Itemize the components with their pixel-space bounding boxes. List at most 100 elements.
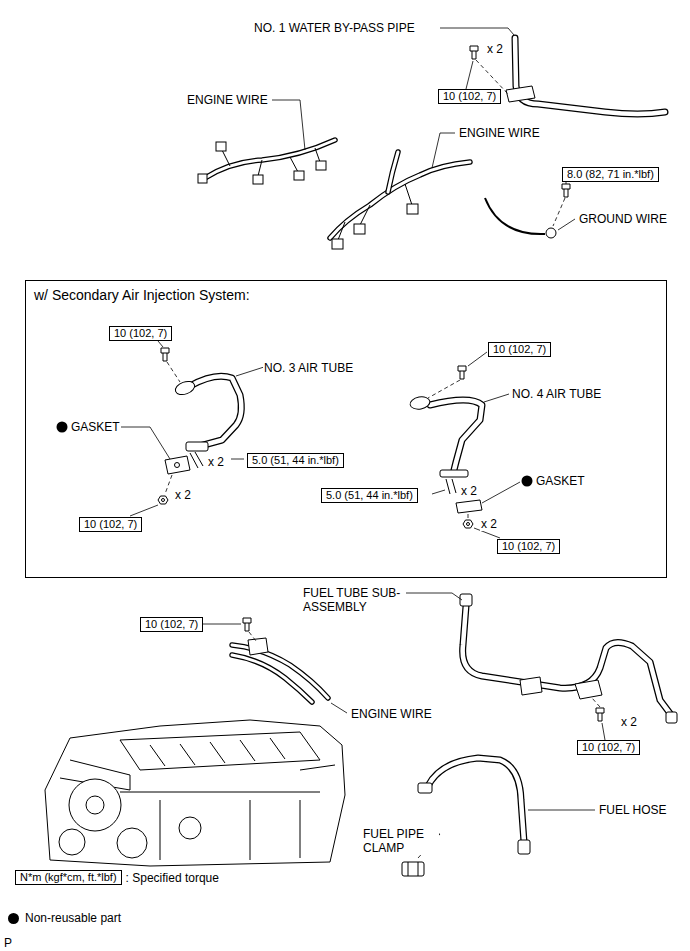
torque-value: 10 (102, 7) xyxy=(84,518,137,531)
engine-illustration xyxy=(86,796,104,814)
fuel-hose xyxy=(418,783,432,793)
engine-wire xyxy=(216,142,226,151)
no4-air-tube xyxy=(446,479,456,494)
engine-wire xyxy=(203,624,241,625)
fuel-hose xyxy=(518,840,530,854)
engine-wire xyxy=(203,618,347,713)
figure-code: P xyxy=(3,936,13,950)
fuel-hose xyxy=(418,758,595,854)
engine-wire xyxy=(253,175,263,184)
part-name: NO. 4 AIR TUBE xyxy=(511,387,602,401)
no3-air-tube xyxy=(165,475,172,494)
engine-wire xyxy=(432,133,455,168)
fuel-tube xyxy=(596,708,604,721)
ground-wire xyxy=(566,182,567,184)
fuel-tube xyxy=(520,677,542,695)
engine-illustration xyxy=(45,720,345,866)
non-reusable-mark xyxy=(8,913,19,924)
engine-wire xyxy=(198,174,207,183)
water-bypass-pipe xyxy=(506,86,535,102)
no4-air-tube xyxy=(432,490,445,494)
engine-wire xyxy=(331,703,347,713)
torque-value: 10 (102, 7) xyxy=(502,540,555,553)
engine-wire xyxy=(294,171,304,180)
fuel-tube xyxy=(463,606,672,716)
torque-value: 5.0 (51, 44 in.*lbf) xyxy=(326,489,413,502)
fuel-pipe-clamp xyxy=(408,862,418,876)
torque-value: 5.0 (51, 44 in.*lbf) xyxy=(252,454,339,467)
torque-box: 10 (102, 7) xyxy=(577,740,640,755)
water-bypass-pipe xyxy=(466,61,473,89)
torque-value: 10 (102, 7) xyxy=(145,618,198,631)
torque-value: 10 (102, 7) xyxy=(443,90,496,103)
torque-box: 5.0 (51, 44 in.*lbf) xyxy=(321,488,418,503)
engine-wire xyxy=(198,100,335,184)
fuel-tube xyxy=(406,593,462,600)
quantity: x 2 xyxy=(460,484,478,498)
part-name: FUEL PIPE CLAMP xyxy=(362,827,439,855)
engine-wire xyxy=(205,140,335,178)
fuel-tube xyxy=(666,712,677,723)
water-bypass-pipe xyxy=(515,38,665,114)
no3-air-tube xyxy=(167,362,180,382)
torque-box: 8.0 (82, 71 in.*lbf) xyxy=(562,167,659,182)
torque-box: 10 (102, 7) xyxy=(109,326,172,341)
ground-wire xyxy=(553,198,565,226)
no3-air-tube xyxy=(174,379,197,397)
no3-air-tube xyxy=(175,463,180,468)
water-bypass-pipe xyxy=(470,46,478,59)
engine-wire xyxy=(232,655,312,702)
ground-wire xyxy=(485,198,545,234)
quantity: x 2 xyxy=(174,488,192,502)
torque-box: 5.0 (51, 44 in.*lbf) xyxy=(247,453,344,468)
engine-illustration xyxy=(117,828,147,858)
no3-air-tube xyxy=(190,376,241,446)
part-name: GROUND WIRE xyxy=(578,212,668,226)
no3-air-tube xyxy=(57,341,265,516)
torque-value: 10 (102, 7) xyxy=(114,327,167,340)
no3-air-tube xyxy=(57,422,68,433)
engine-illustration xyxy=(60,760,335,860)
part-name: FUEL TUBE SUB-ASSEMBLY xyxy=(302,586,404,614)
no3-air-tube xyxy=(158,341,163,347)
fuel-tube xyxy=(463,606,672,716)
no4-air-tube xyxy=(430,400,482,470)
no3-air-tube xyxy=(158,496,168,504)
engine-illustration xyxy=(150,738,285,766)
torque-box: 10 (102, 7) xyxy=(497,539,560,554)
engine-wire xyxy=(248,638,268,655)
quantity: x 2 xyxy=(486,42,504,56)
no4-air-tube xyxy=(468,352,487,366)
no3-air-tube xyxy=(161,348,169,361)
no4-air-tube xyxy=(482,482,520,503)
water-bypass-pipe xyxy=(440,28,665,114)
legend-entry: Non-reusable part xyxy=(8,911,121,925)
fuel-tube xyxy=(575,680,602,699)
water-bypass-pipe xyxy=(440,28,514,35)
ground-wire xyxy=(485,182,575,238)
part-name: FUEL HOSE xyxy=(598,803,668,817)
no4-air-tube xyxy=(484,394,509,402)
engine-wire xyxy=(330,162,470,238)
no4-air-tube xyxy=(456,500,482,513)
quantity: x 2 xyxy=(207,455,225,469)
engine-illustration xyxy=(120,732,320,770)
fuel-tube xyxy=(406,593,677,740)
torque-value: 10 (102, 7) xyxy=(582,741,635,754)
fuel-tube xyxy=(602,723,605,740)
no3-air-tube xyxy=(186,442,208,451)
no4-air-tube xyxy=(522,476,533,487)
fuel-pipe-clamp xyxy=(402,862,424,876)
section-box: w/ Secondary Air Injection System:10 (10… xyxy=(25,280,667,578)
torque-value: 10 (102, 7) xyxy=(493,343,546,356)
engine-wire xyxy=(316,161,326,170)
no4-air-tube xyxy=(428,380,460,398)
fuel-tube xyxy=(592,698,600,707)
legend-text: : Specified torque xyxy=(126,871,219,885)
engine-wire xyxy=(249,632,256,641)
no4-air-tube xyxy=(463,520,473,528)
engine-wire xyxy=(332,239,343,249)
